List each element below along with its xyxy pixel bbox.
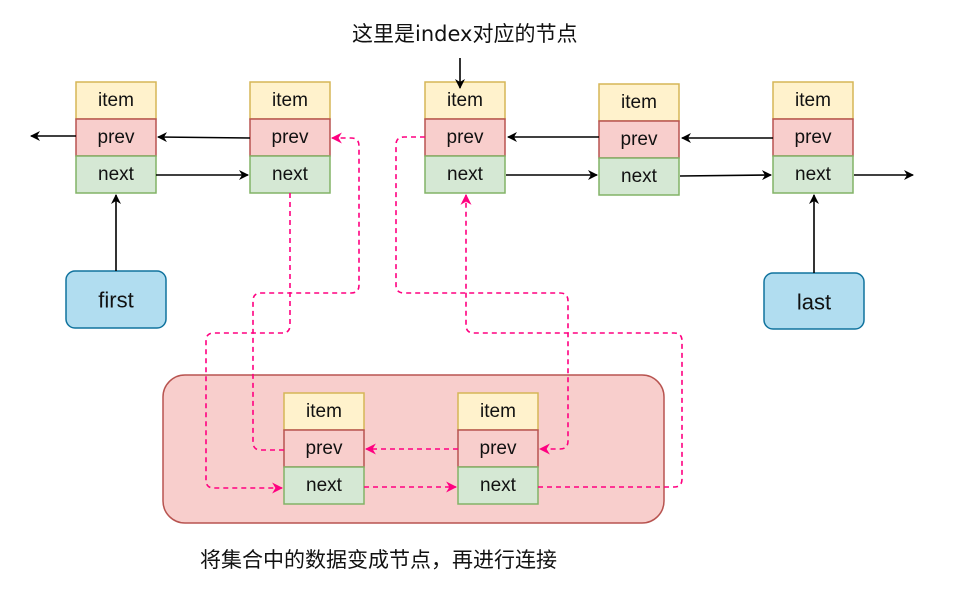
node-n5-item-label: item [795,90,831,111]
node-n3-item-label: item [447,90,483,111]
node-n2-next-label: next [272,164,309,185]
node-b1-item-cell [283,392,365,431]
node-b1-next-label: next [306,475,343,496]
node-b1-item-label: item [306,401,342,422]
node-n1-item-cell [75,81,157,120]
node-n5-next-cell [772,155,854,194]
last-label: last [797,290,831,315]
node-b1-next-cell [283,466,365,505]
node-n1-item-label: item [98,90,134,111]
n4-next-arrow [679,170,772,181]
node-b2-next-label: next [480,475,517,496]
node-n1-next-cell [75,155,157,194]
node-n4-prev-label: prev [621,129,658,150]
node-n1[interactable]: item prev next [75,81,157,194]
node-n2-next-cell [249,155,331,194]
n3-prev-to-b2-prev-link [395,136,569,455]
node-n1-next-label: next [98,164,135,185]
node-n4[interactable]: item prev next [598,83,680,196]
node-b2[interactable]: item prev next [457,392,539,505]
node-n2-item-label: item [272,90,308,111]
first-pointer[interactable]: first [65,270,167,329]
node-n4-next-label: next [621,166,658,187]
bottom-caption: 将集合中的数据变成节点，再进行连接 [200,548,557,572]
node-n5[interactable]: item prev next [772,81,854,194]
node-b2-item-label: item [480,401,516,422]
node-b1-prev-label: prev [306,438,343,459]
node-n2[interactable]: item prev next [249,81,331,194]
b1-prev-to-n2-prev-link [252,132,360,451]
node-b2-item-cell [457,392,539,431]
node-n1-prev-label: prev [98,127,135,148]
node-b2-prev-cell [457,429,539,468]
b2-next-to-n3-next-link [460,193,683,488]
node-b2-next-cell [457,466,539,505]
node-n3-prev-label: prev [447,127,484,148]
first-label: first [98,288,133,313]
node-n2-item-cell [249,81,331,120]
new-nodes-group [162,374,665,524]
node-n1-prev-cell [75,118,157,157]
node-b2-prev-label: prev [480,438,517,459]
node-n5-next-label: next [795,164,832,185]
node-n3[interactable]: item prev next [424,81,506,194]
node-b1-prev-cell [283,429,365,468]
node-n4-item-cell [598,83,680,122]
node-n4-next-cell [598,157,680,196]
n2-next-to-b1-next-link [205,193,291,494]
node-n3-next-label: next [447,164,484,185]
n2-prev-arrow [157,132,251,143]
node-b1[interactable]: item prev next [283,392,365,505]
node-n5-prev-cell [772,118,854,157]
node-n5-prev-label: prev [795,127,832,148]
node-n2-prev-label: prev [272,127,309,148]
node-n4-item-label: item [621,92,657,113]
last-pointer[interactable]: last [763,272,865,330]
index-node-caption: 这里是index对应的节点 [352,22,578,46]
node-n4-prev-cell [598,120,680,159]
node-n3-next-cell [424,155,506,194]
